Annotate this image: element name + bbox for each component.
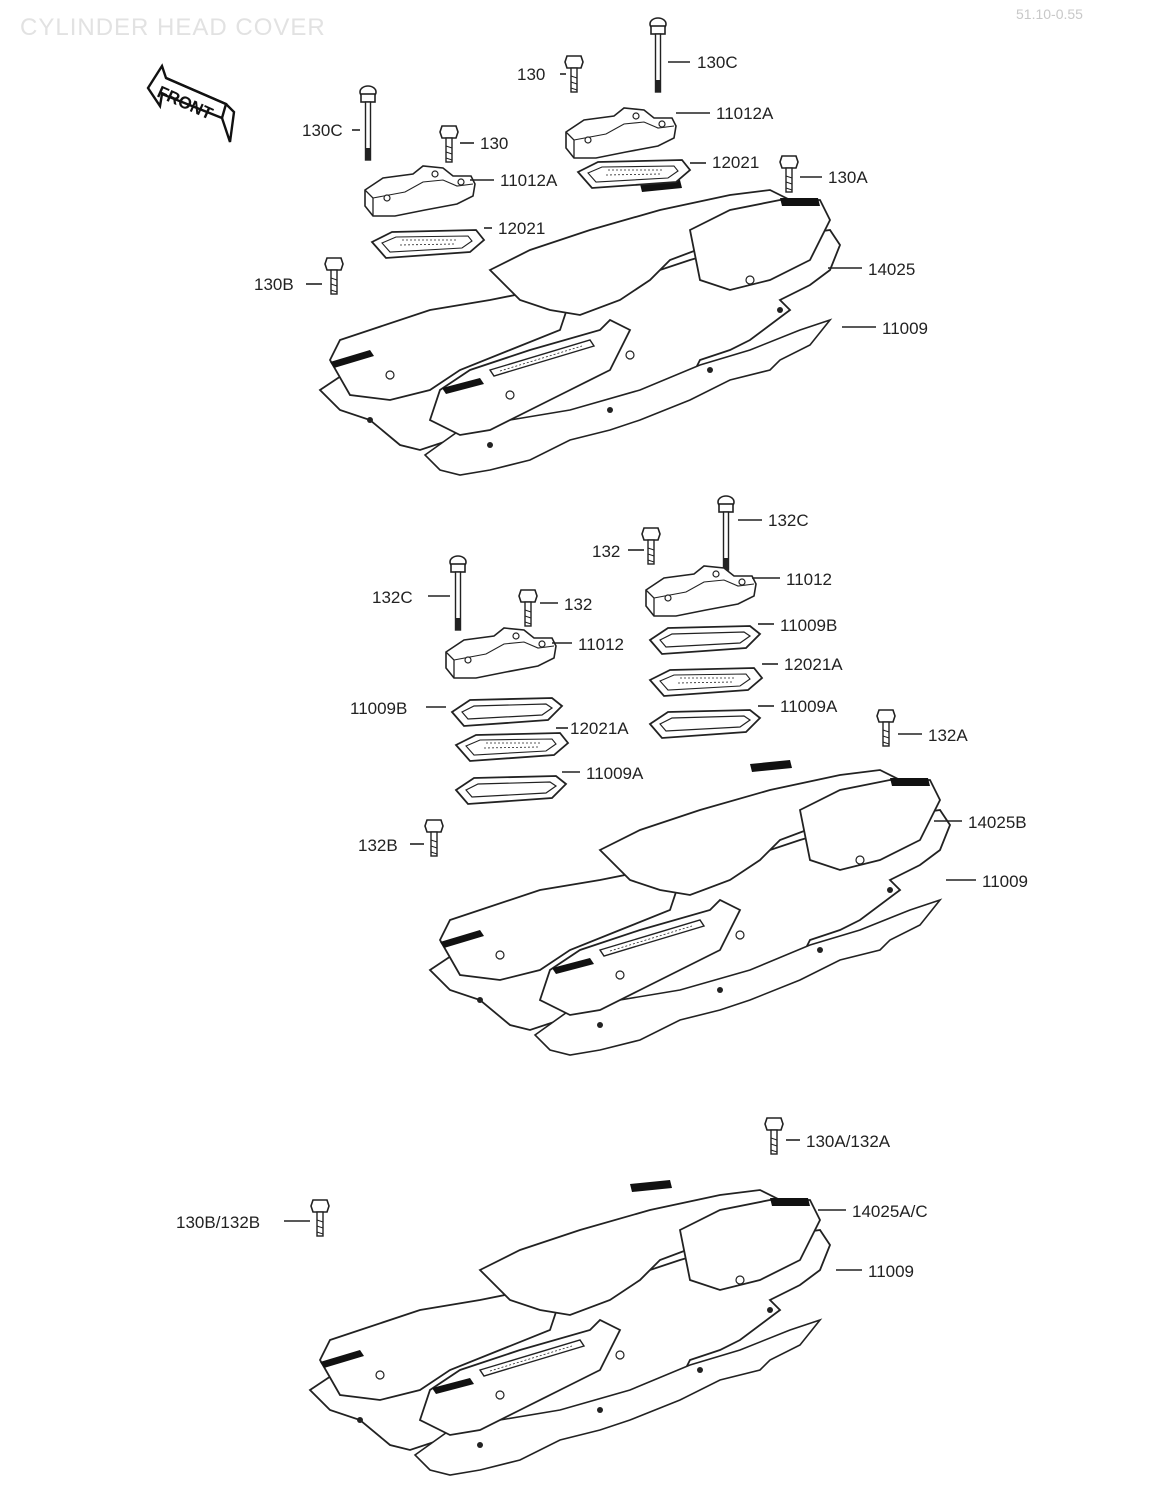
label-11012a-left: 11012A [500,171,558,190]
bolt-130c-left [359,85,377,161]
middle-assembly: 132C 132 11012 11009B 12021A 11009A 132C… [350,495,1028,1056]
bolt-132b [424,819,444,857]
front-arrow: FRONT [146,63,236,143]
bolt-132c-right [717,495,735,571]
bolt-132c-left [449,555,467,631]
plate-12021a-left [455,732,569,762]
plate-12021-left [371,229,485,259]
label-130c-upper: 130C [697,53,738,72]
bolt-130-upper [564,55,584,93]
head-cover-bottom [309,1179,831,1476]
top-assembly: 130 130C 11012A 12021 130A 130C 130 1101… [254,17,928,476]
label-11009-middle: 11009 [982,872,1028,891]
label-11012-left: 11012 [578,635,624,654]
bolt-130-left [439,125,459,163]
label-14025ac: 14025A/C [852,1202,928,1221]
label-11009a-left: 11009A [586,764,644,783]
label-11012-right: 11012 [786,570,832,589]
bolt-130a [779,155,799,193]
label-130a: 130A [828,168,868,187]
gasket-11009b-right [649,625,761,655]
label-11009b-right: 11009B [780,616,837,635]
label-132c-left: 132C [372,588,413,607]
label-11009-bottom: 11009 [868,1262,914,1281]
gasket-11009a-left [455,775,567,805]
cap-11012-right [645,565,757,617]
head-cover-top [319,179,841,476]
label-130c-left: 130C [302,121,343,140]
bolt-130c-upper [649,17,667,93]
cap-11012a-upper [565,107,677,159]
diagram-title: CYLINDER HEAD COVER [20,14,326,41]
label-11009-top: 11009 [882,319,928,338]
label-12021a-left: 12021A [570,719,629,738]
label-132c-right: 132C [768,511,809,530]
plate-12021a-right [649,667,763,697]
label-11009a-right: 11009A [780,697,838,716]
bolt-132-left [518,589,538,627]
label-130-upper: 130 [517,65,545,84]
label-132a: 132A [928,726,968,745]
diagram-code: 51.10-0.55 [1016,6,1083,22]
label-14025b: 14025B [968,813,1027,832]
label-130-left: 130 [480,134,508,153]
bolt-130a-132a [764,1117,784,1155]
label-12021-left: 12021 [498,219,545,238]
bolt-130b [324,257,344,295]
label-14025: 14025 [868,260,915,279]
label-130b: 130B [254,275,294,294]
bolt-130b-132b [310,1199,330,1237]
label-132-left: 132 [564,595,592,614]
label-12021-upper: 12021 [712,153,759,172]
label-130b-132b: 130B/132B [176,1213,260,1232]
label-132b: 132B [358,836,398,855]
label-12021a-right: 12021A [784,655,843,674]
bolt-132a [876,709,896,747]
gasket-11009a-right [649,709,761,739]
head-cover-middle [429,759,951,1056]
bolt-132-right [641,527,661,565]
cap-11012a-left [364,165,476,217]
label-11012a-upper: 11012A [716,104,774,123]
label-130a-132a: 130A/132A [806,1132,891,1151]
cap-11012-left [445,627,557,679]
label-132-right: 132 [592,542,620,561]
label-11009b-left: 11009B [350,699,407,718]
gasket-11009b-left [451,697,563,727]
bottom-assembly: 130A/132A 14025A/C 130B/132B 11009 [176,1117,928,1476]
